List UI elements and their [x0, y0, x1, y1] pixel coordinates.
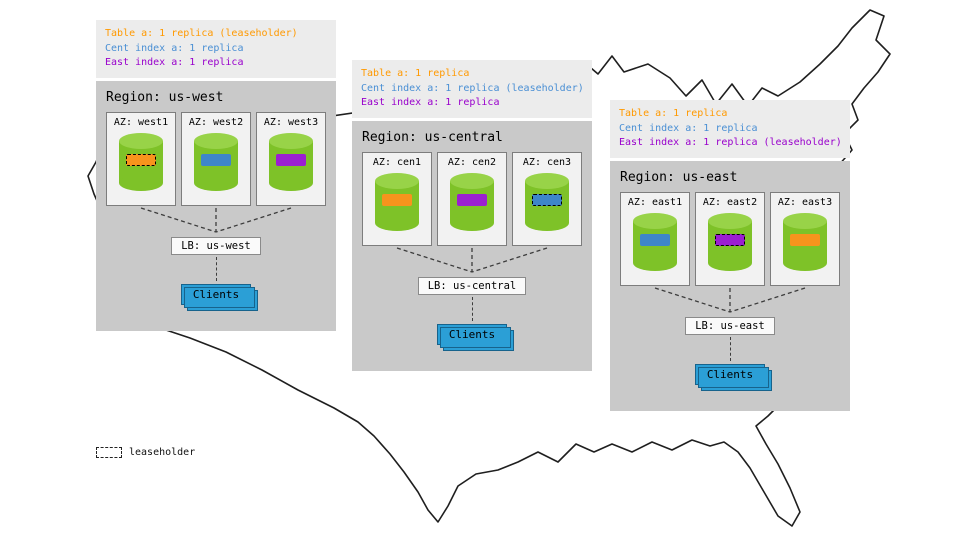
db-node — [374, 172, 420, 232]
az-box-cen2: AZ: cen2 — [437, 151, 507, 246]
db-node — [524, 172, 570, 232]
db-node — [707, 212, 753, 272]
db-node — [193, 132, 239, 192]
replica-line-cent-index: Cent index a: 1 replica — [619, 122, 758, 134]
replica-summary-us-east: Table a: 1 replica Cent index a: 1 repli… — [610, 100, 850, 158]
az-label: AZ: east1 — [627, 196, 683, 208]
replica-bar — [790, 233, 820, 246]
region-group-us-central: Table a: 1 replica Cent index a: 1 repli… — [352, 60, 592, 371]
db-node — [118, 132, 164, 192]
az-label: AZ: cen1 — [372, 156, 422, 168]
lb-clients-connector — [729, 336, 731, 361]
legend: leaseholder — [96, 447, 195, 458]
clients-box: Clients — [180, 283, 259, 311]
replica-summary-us-central: Table a: 1 replica Cent index a: 1 repli… — [352, 60, 592, 118]
lb-row: LB: us-central — [352, 274, 592, 295]
replica-bar-leaseholder — [715, 233, 745, 246]
az-box-east1: AZ: east1 — [620, 191, 690, 286]
az-row: AZ: east1 AZ: east2 — [610, 191, 850, 286]
az-box-west1: AZ: west1 — [106, 111, 176, 206]
replica-line-table: Table a: 1 replica — [361, 68, 470, 79]
clients-row: Clients — [352, 323, 592, 351]
lb-connector-lines — [654, 286, 806, 313]
az-row: AZ: cen1 AZ: cen2 — [352, 151, 592, 246]
region-title: Region: us-central — [362, 129, 503, 145]
lb-connector-lines — [396, 246, 548, 273]
replica-bar — [276, 153, 306, 166]
lb-clients-connector — [215, 256, 217, 281]
replica-line-cent-index: Cent index a: 1 replica — [105, 42, 244, 54]
replica-line-east-index: East index a: 1 replica (leaseholder) — [619, 137, 842, 148]
load-balancer: LB: us-west — [171, 236, 261, 255]
az-box-east2: AZ: east2 — [695, 191, 765, 286]
replica-bar — [457, 193, 487, 206]
region-group-us-east: Table a: 1 replica Cent index a: 1 repli… — [610, 100, 850, 411]
clients-box: Clients — [694, 363, 773, 391]
clients-box: Clients — [436, 323, 515, 351]
az-label: AZ: west1 — [113, 116, 169, 128]
az-row: AZ: west1 AZ: west2 — [96, 111, 336, 206]
db-node — [782, 212, 828, 272]
replica-bar — [640, 233, 670, 246]
replica-bar-leaseholder — [532, 193, 562, 206]
db-node — [268, 132, 314, 192]
replica-line-table: Table a: 1 replica — [619, 108, 728, 119]
replica-line-table: Table a: 1 replica (leaseholder) — [105, 28, 298, 39]
load-balancer: LB: us-central — [417, 276, 527, 295]
az-label: AZ: east3 — [777, 196, 833, 208]
lb-row: LB: us-west — [96, 234, 336, 255]
az-label: AZ: east2 — [702, 196, 758, 208]
replica-line-east-index: East index a: 1 replica — [105, 57, 244, 68]
az-label: AZ: west3 — [263, 116, 319, 128]
legend-label: leaseholder — [129, 447, 196, 458]
clients-row: Clients — [96, 283, 336, 311]
az-box-west2: AZ: west2 — [181, 111, 251, 206]
load-balancer: LB: us-east — [685, 316, 775, 335]
region-panel-us-central: Region: us-central AZ: cen1 AZ: cen2 — [352, 120, 592, 371]
replica-bar — [201, 153, 231, 166]
db-node — [449, 172, 495, 232]
lb-clients-connector — [471, 296, 473, 321]
replica-bar — [382, 193, 412, 206]
replica-line-cent-index: Cent index a: 1 replica (leaseholder) — [361, 82, 584, 94]
replica-summary-us-west: Table a: 1 replica (leaseholder) Cent in… — [96, 20, 336, 78]
lb-row: LB: us-east — [610, 314, 850, 335]
az-box-west3: AZ: west3 — [256, 111, 326, 206]
region-panel-us-west: Region: us-west AZ: west1 AZ: west2 — [96, 80, 336, 331]
az-box-cen3: AZ: cen3 — [512, 151, 582, 246]
replica-line-east-index: East index a: 1 replica — [361, 97, 500, 108]
region-title: Region: us-east — [620, 169, 738, 185]
clients-row: Clients — [610, 363, 850, 391]
db-node — [632, 212, 678, 272]
az-label: AZ: cen2 — [447, 156, 497, 168]
az-label: AZ: west2 — [188, 116, 244, 128]
az-box-cen1: AZ: cen1 — [362, 151, 432, 246]
replica-bar-leaseholder — [126, 153, 156, 166]
region-group-us-west: Table a: 1 replica (leaseholder) Cent in… — [96, 20, 336, 331]
az-label: AZ: cen3 — [522, 156, 572, 168]
az-box-east3: AZ: east3 — [770, 191, 840, 286]
leaseholder-swatch-icon — [96, 447, 122, 458]
region-panel-us-east: Region: us-east AZ: east1 AZ: east2 — [610, 160, 850, 411]
region-title: Region: us-west — [106, 89, 224, 105]
lb-connector-lines — [140, 206, 292, 233]
